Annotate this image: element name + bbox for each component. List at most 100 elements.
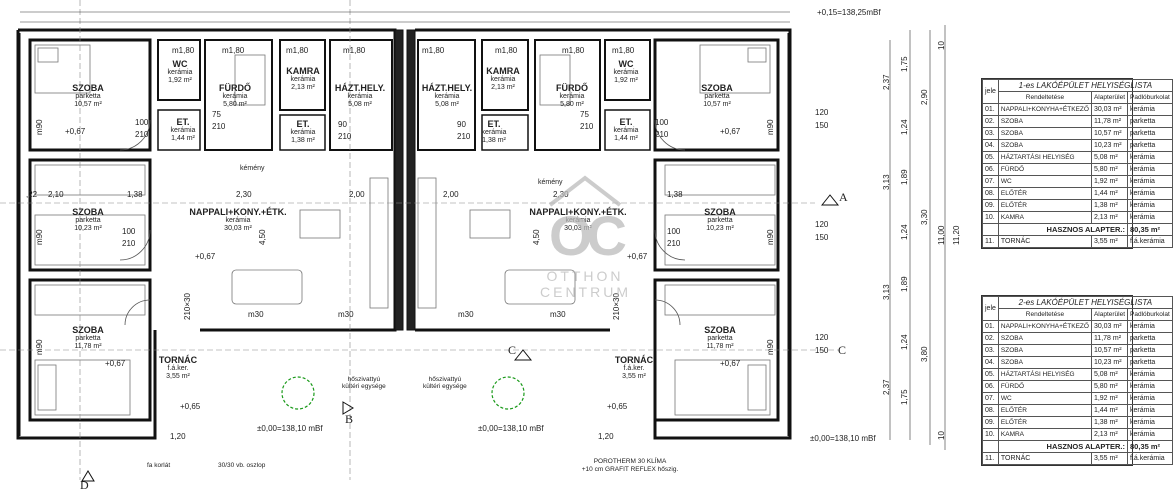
- room-area: 1,44 m²: [614, 134, 638, 142]
- cell-area: 1,38 m²: [1090, 199, 1129, 212]
- room-name: ET.: [487, 119, 501, 129]
- sum-label: HASZNOS ALAPTER.:: [997, 440, 1129, 453]
- cell-num: 03.: [982, 344, 999, 357]
- room-floor: f.á.ker.: [167, 365, 189, 373]
- dim-window-vertical: m90: [35, 339, 44, 355]
- dim-length: 1,38: [127, 190, 143, 199]
- dim-door: 75: [580, 110, 589, 119]
- dim-window: 150: [815, 233, 829, 242]
- room-area: 1,92 m²: [168, 76, 192, 84]
- sum-value: 80,35 m²: [1127, 223, 1173, 236]
- room-floor: kerámia: [565, 217, 591, 225]
- level-marker: +0,65: [607, 402, 628, 411]
- dim-door: m1,80: [495, 46, 518, 55]
- dim-door: m1,80: [343, 46, 366, 55]
- col-header: Rendeltetése: [997, 91, 1092, 104]
- table-title: 2-es LAKÓÉPÜLET HELYISÉGLISTA: [997, 296, 1173, 309]
- cell-num: 09.: [982, 199, 999, 212]
- room-name: ET.: [619, 117, 633, 127]
- dim-door: 90: [338, 120, 347, 129]
- cell-num: 06.: [982, 163, 999, 176]
- dim-chain: 1,24: [900, 119, 909, 135]
- cell-name: SZOBA: [997, 344, 1092, 357]
- dim-door: 210: [580, 122, 594, 131]
- watermark-mark: OC: [549, 204, 627, 267]
- cell-num: 05.: [982, 151, 999, 164]
- cell-area: 30,03 m²: [1090, 103, 1129, 116]
- cell-area: 1,44 m²: [1090, 404, 1129, 417]
- heat-pump-note: hőszivattyú kültéri egysége: [423, 376, 467, 391]
- cell-num: 03.: [982, 127, 999, 140]
- dim-window: m30: [338, 310, 354, 319]
- col-header: jele: [982, 79, 999, 104]
- dim-door: 210: [457, 132, 471, 141]
- dim-chain: 10: [937, 431, 946, 440]
- col-header: jele: [982, 296, 999, 321]
- cell-area: 10,23 m²: [1090, 139, 1129, 152]
- dim-window-vertical: m90: [766, 119, 775, 135]
- dim-chain: 2,37: [882, 74, 891, 90]
- cell-floor: kerámia: [1127, 163, 1173, 176]
- cell-floor: parketta: [1127, 127, 1173, 140]
- room-name: FÜRDŐ: [219, 83, 251, 93]
- cell-floor: kerámia: [1127, 103, 1173, 116]
- cell-area: 10,23 m²: [1090, 356, 1129, 369]
- dim-door: 100: [122, 227, 136, 236]
- room-name: HÁZT.HELY.: [334, 83, 386, 93]
- cell-floor: kerámia: [1127, 320, 1173, 333]
- room-floor: kerámia: [222, 93, 248, 101]
- watermark-logo: OC OTTHON CENTRUM: [540, 170, 630, 300]
- room-floor: parketta: [75, 217, 101, 225]
- room-floor: parketta: [75, 335, 101, 343]
- dim-chain: 2,90: [920, 89, 929, 105]
- dim-window: 120: [815, 333, 829, 342]
- room-area: 2,13 m²: [291, 83, 315, 91]
- room-area: 10,57 m²: [703, 100, 731, 108]
- dim-chain: 2,37: [882, 379, 891, 395]
- room-name: TORNÁC: [158, 355, 198, 365]
- room-area: 5,08 m²: [435, 100, 459, 108]
- dim-length: 2,00: [349, 190, 365, 199]
- section-marker-c: C: [838, 343, 847, 357]
- room-area: 10,23 m²: [74, 224, 102, 232]
- room-floor: kerámia: [490, 76, 516, 84]
- room-area: 1,38 m²: [291, 136, 315, 144]
- dim-chain: 1,24: [900, 224, 909, 240]
- room-area: 3,55 m²: [622, 372, 646, 380]
- cell-area: 1,92 m²: [1090, 175, 1129, 188]
- cell-area: 1,44 m²: [1090, 187, 1129, 200]
- dim-door: m1,80: [612, 46, 635, 55]
- dim-length: 2,00: [443, 190, 459, 199]
- dim-window-vertical: m90: [766, 229, 775, 245]
- room-floor: kerámia: [481, 129, 507, 137]
- cell-area: 5,08 m²: [1090, 368, 1129, 381]
- elevation-ground: ±0,00=138,10 mBf: [257, 424, 323, 433]
- col-header: Rendeltetése: [997, 308, 1092, 321]
- room-floor: kerámia: [290, 76, 316, 84]
- dim-chimney: kémény: [240, 165, 265, 172]
- dim-door: m1,80: [286, 46, 309, 55]
- cell-num: 06.: [982, 380, 999, 393]
- dim-door: 75: [212, 110, 221, 119]
- cell-area: 2,13 m²: [1090, 428, 1129, 441]
- cell-num: 07.: [982, 175, 999, 188]
- dim-door: m1,80: [562, 46, 585, 55]
- dim-chain: 3,13: [882, 284, 891, 300]
- dim-room-depth: 4,50: [258, 229, 267, 245]
- cell-area: 30,03 m²: [1090, 320, 1129, 333]
- cell-num: 02.: [982, 332, 999, 345]
- room-area: 10,57 m²: [74, 100, 102, 108]
- room-floor: kerámia: [170, 127, 196, 135]
